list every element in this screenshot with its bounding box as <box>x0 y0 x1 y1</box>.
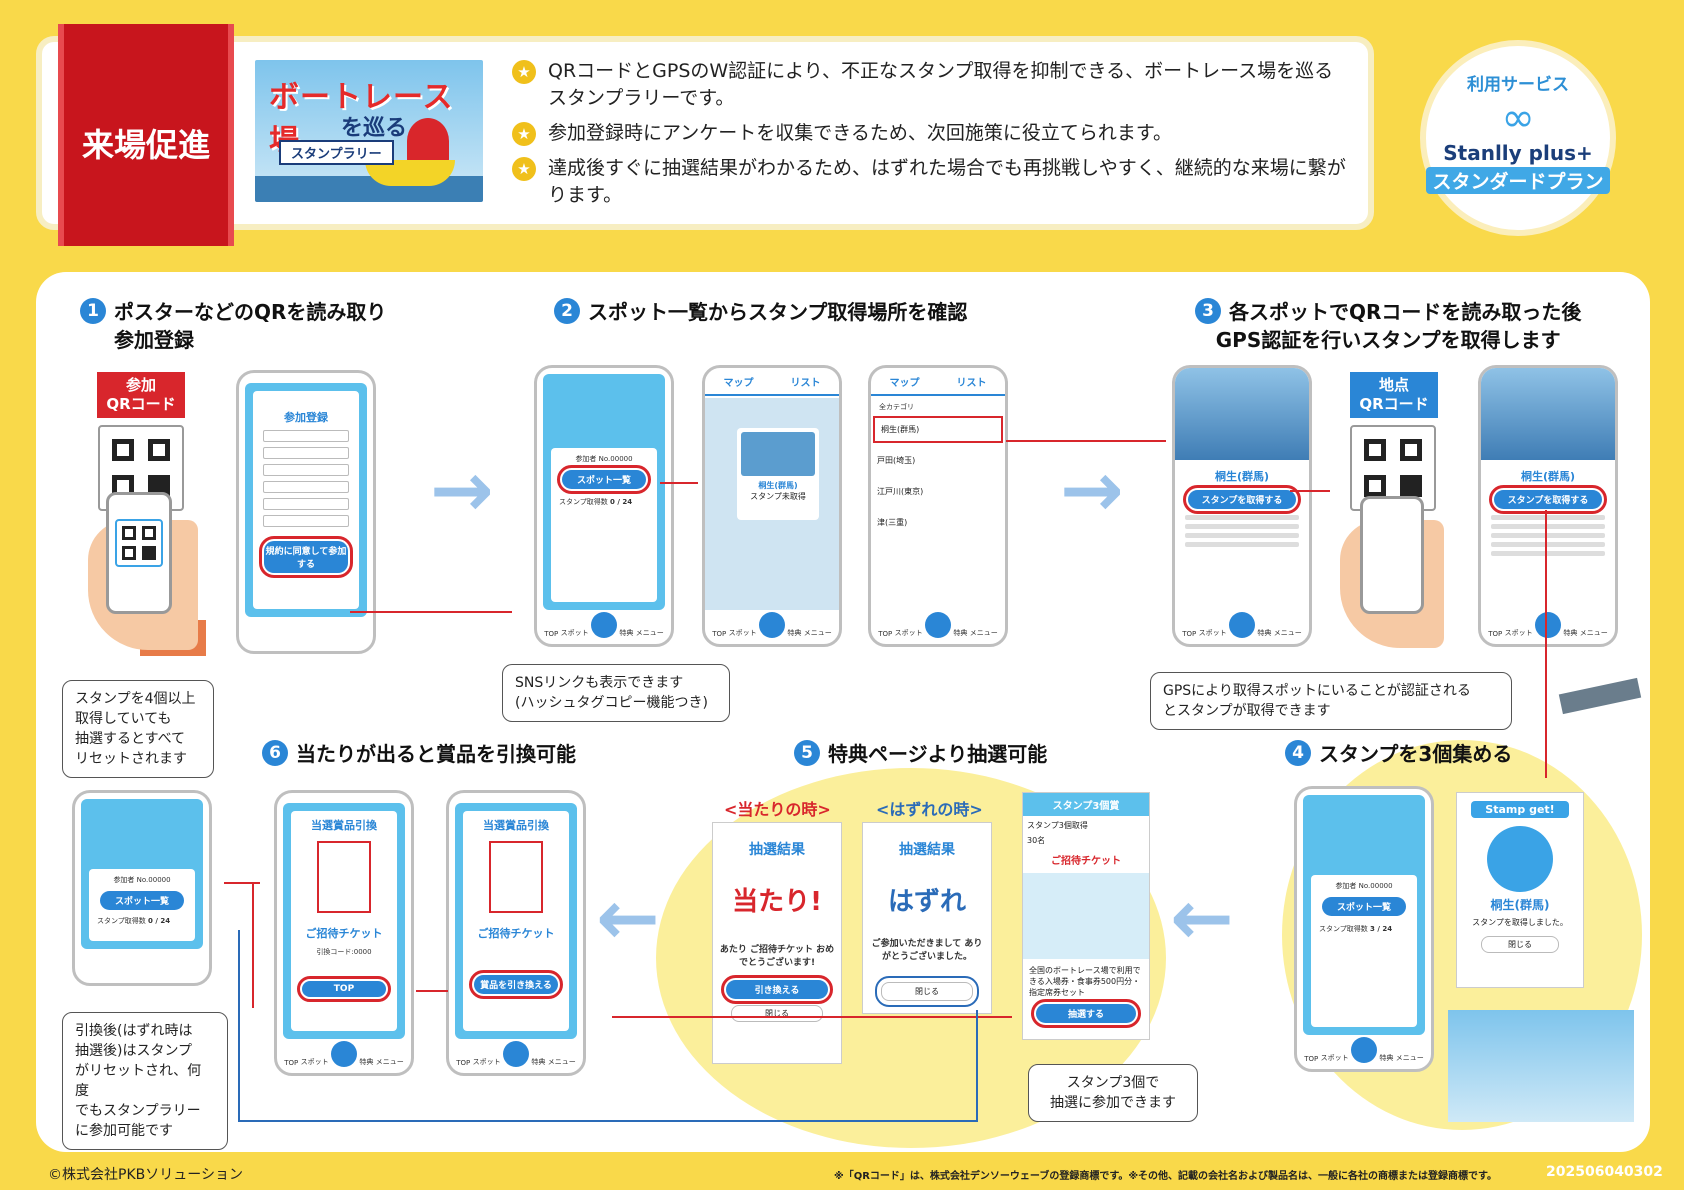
connector <box>350 611 512 613</box>
category-tag: 来場促進 <box>58 24 234 246</box>
flow-arrow-icon: ← <box>1170 873 1234 962</box>
phone-reset: 参加者 No.00000 スポット一覧 スタンプ取得数 0 / 24 <box>72 790 212 986</box>
feature-item: ★達成後すぐに抽選結果がわかるため、はずれた場合でも再挑戦しやすく、継続的な来場… <box>512 155 1352 209</box>
star-icon: ★ <box>512 122 536 146</box>
lottery-callout: スタンプ3個で 抽選に参加できます <box>1028 1064 1198 1122</box>
exchange-button[interactable]: 賞品を引き換える <box>468 970 564 999</box>
stamp-icon <box>1487 826 1553 892</box>
connector <box>238 930 240 1122</box>
connector <box>976 1010 978 1122</box>
tab-list[interactable]: リスト <box>790 377 821 389</box>
close-button[interactable]: 閉じる <box>731 1005 823 1022</box>
connector <box>416 990 448 992</box>
service-plan: スタンダードプラン <box>1426 167 1610 194</box>
spot-item[interactable]: 江戸川(東京) <box>877 487 924 496</box>
connector <box>612 1016 1012 1018</box>
connector <box>660 482 698 484</box>
reset-callout: スタンプを4個以上 取得していても 抽選するとすべて リセットされます <box>62 680 214 778</box>
flow-arrow-icon: ← <box>596 873 660 962</box>
tab-map[interactable]: マップ <box>723 377 754 389</box>
feature-item: ★QRコードとGPSのW認証により、不正なスタンプ取得を抑制できる、ボートレース… <box>512 58 1352 112</box>
gps-callout: GPSにより取得スポットにいることが認証される とスタンプが取得できます <box>1150 672 1512 730</box>
spot-list-button-3[interactable]: スポット一覧 <box>99 891 185 910</box>
star-icon: ★ <box>512 60 536 84</box>
service-name: Stanlly plus+ <box>1443 141 1593 165</box>
phone-icon <box>106 492 172 614</box>
phone-icon <box>1360 496 1424 614</box>
register-title: 参加登録 <box>284 411 328 424</box>
lottery-button[interactable]: 抽選する <box>1030 999 1142 1028</box>
trademark-note: ※「QRコード」は、株式会社デンソーウェーブの登録商標です。※その他、記載の会社… <box>834 1171 1498 1182</box>
sns-callout: SNSリンクも表示できます (ハッシュタグコピー機能つき) <box>502 664 730 722</box>
feature-list: ★QRコードとGPSのW認証により、不正なスタンプ取得を抑制できる、ボートレース… <box>512 58 1352 217</box>
win-label: <当たりの時> <box>724 800 831 819</box>
connector <box>1290 490 1330 492</box>
stamp-get-modal: Stamp get! 桐生(群馬) スタンプを取得しました。 閉じる <box>1456 792 1584 988</box>
spot-list-button[interactable]: スポット一覧 <box>556 465 652 494</box>
agree-join-button[interactable]: 規約に同意して参加する <box>258 536 354 578</box>
win-result-card: 抽選結果 当たり! あたり ご招待チケット おめでとうございます! 引き換える … <box>712 822 842 1064</box>
connector <box>252 882 254 1008</box>
phone-register: 参加登録 規約に同意して参加する <box>236 370 376 654</box>
flow-arrow-icon: → <box>1060 445 1124 534</box>
banner-tag: スタンプラリー <box>279 140 394 165</box>
get-stamp-button[interactable]: スタンプを取得する <box>1183 485 1301 514</box>
spot-list-button-2[interactable]: スポット一覧 <box>1321 897 1407 916</box>
spot-item[interactable]: 津(三重) <box>877 518 908 527</box>
after-callout: 引換後(はずれ時は 抽選後)はスタンプ がリセットされ、何度 でもスタンプラリー… <box>62 1012 228 1150</box>
top-button[interactable]: TOP <box>296 976 392 1002</box>
lose-result-card: 抽選結果 はずれ ご参加いただきまして ありがとうございました。 閉じる <box>862 822 992 1014</box>
buoy-icon <box>407 118 449 164</box>
banner-image: ボートレース場 を巡る スタンプラリー <box>255 60 483 202</box>
phone-list: マップリスト 全カテゴリ 桐生(群馬) 戸田(埼玉) 江戸川(東京) 津(三重)… <box>868 365 1008 647</box>
connector <box>1006 440 1166 442</box>
spot-item[interactable]: 桐生(群馬) <box>873 416 1003 443</box>
banner-title: ボートレース場 <box>269 80 454 159</box>
spot-item[interactable]: 戸田(埼玉) <box>877 456 916 465</box>
get-stamp-button-2[interactable]: スタンプを取得する <box>1489 485 1607 514</box>
infinity-icon: ∞ <box>1501 95 1535 141</box>
service-label: 利用サービス <box>1467 75 1569 95</box>
star-icon: ★ <box>512 157 536 181</box>
feature-item: ★参加登録時にアンケートを収集できるため、次回施策に役立てられます。 <box>512 120 1352 147</box>
copyright: ©株式会社PKBソリューション <box>48 1167 243 1183</box>
lose-label: <はずれの時> <box>876 800 983 819</box>
banner-sub: を巡る <box>341 116 408 141</box>
woman-illustration <box>1448 1010 1634 1122</box>
connector <box>1545 510 1547 778</box>
service-badge: 利用サービス ∞ Stanlly plus+ スタンダードプラン <box>1420 40 1616 236</box>
close-button[interactable]: 閉じる <box>875 976 979 1007</box>
flow-arrow-icon: → <box>430 445 494 534</box>
map-view[interactable]: 桐生(群馬) スタンプ未取得 <box>705 398 839 610</box>
connector <box>224 882 260 884</box>
category-label: 来場促進 <box>81 126 210 164</box>
map-tabs: マップ リスト <box>705 368 839 396</box>
redeem-button[interactable]: 引き換える <box>720 975 834 1004</box>
close-button[interactable]: 閉じる <box>1481 936 1559 953</box>
doc-code: 202506040302 <box>1546 1164 1663 1180</box>
prize-page: スタンプ3個賞 スタンプ3個取得 30名 ご招待チケット 全国のボートレース場で… <box>1022 792 1150 1040</box>
connector <box>238 1120 978 1122</box>
